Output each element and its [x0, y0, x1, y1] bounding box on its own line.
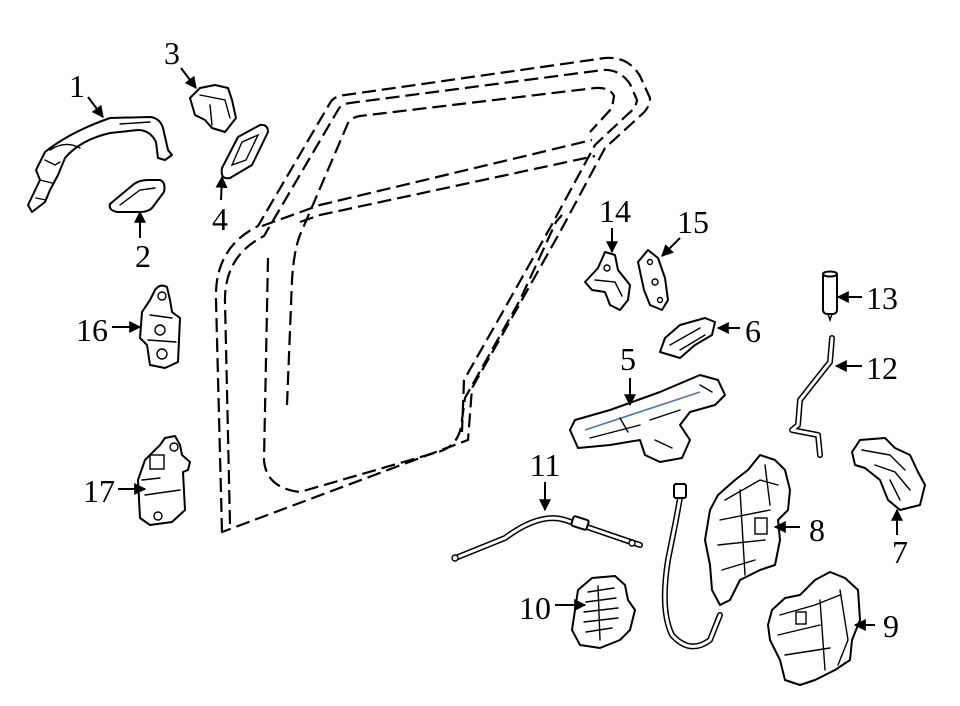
leader-arrows — [87, 67, 903, 631]
part-11-cable — [451, 515, 643, 562]
part-1-outside-handle — [27, 116, 173, 213]
part-14-bracket — [584, 251, 631, 311]
callout-3: 3 — [164, 35, 180, 71]
leader-arrow-3 — [180, 67, 197, 89]
callout-11: 11 — [530, 447, 561, 483]
door-outline — [214, 56, 652, 534]
callout-14: 14 — [599, 193, 631, 229]
part-17-lower-hinge — [137, 435, 191, 526]
callout-1: 1 — [69, 68, 85, 104]
callout-8: 8 — [809, 512, 825, 548]
callout-9: 9 — [883, 608, 899, 644]
part-13-pin — [822, 270, 838, 323]
callout-13: 13 — [866, 280, 898, 316]
part-4-gasket — [220, 123, 269, 180]
callout-15: 15 — [677, 204, 709, 240]
part-5-handle-frame — [569, 374, 726, 463]
part-7-bracket — [851, 437, 926, 511]
part-16-upper-hinge — [139, 284, 181, 369]
leader-arrow-15 — [661, 237, 681, 257]
part-9-latch — [767, 571, 861, 686]
part-3-handle-cap — [189, 84, 237, 133]
callout-17: 17 — [83, 473, 115, 509]
callout-labels: 1 2 3 4 5 6 7 8 9 10 11 12 13 14 15 16 1… — [69, 35, 908, 644]
callout-16: 16 — [76, 312, 108, 348]
callout-6: 6 — [745, 313, 761, 349]
part-15-plate — [637, 249, 669, 311]
part-2-handle-pad — [108, 179, 166, 213]
callout-10: 10 — [519, 590, 551, 626]
callout-5: 5 — [620, 341, 636, 377]
callout-7: 7 — [892, 534, 908, 570]
part-10-inside-handle — [571, 575, 636, 649]
leader-arrow-4 — [215, 175, 228, 201]
part-6-bracket — [659, 317, 716, 359]
callout-12: 12 — [866, 350, 898, 386]
callout-2: 2 — [135, 238, 151, 274]
part-8-latch — [661, 454, 791, 650]
leader-arrow-1 — [87, 96, 104, 118]
part-12-rod — [789, 335, 835, 458]
callout-4: 4 — [212, 201, 228, 237]
